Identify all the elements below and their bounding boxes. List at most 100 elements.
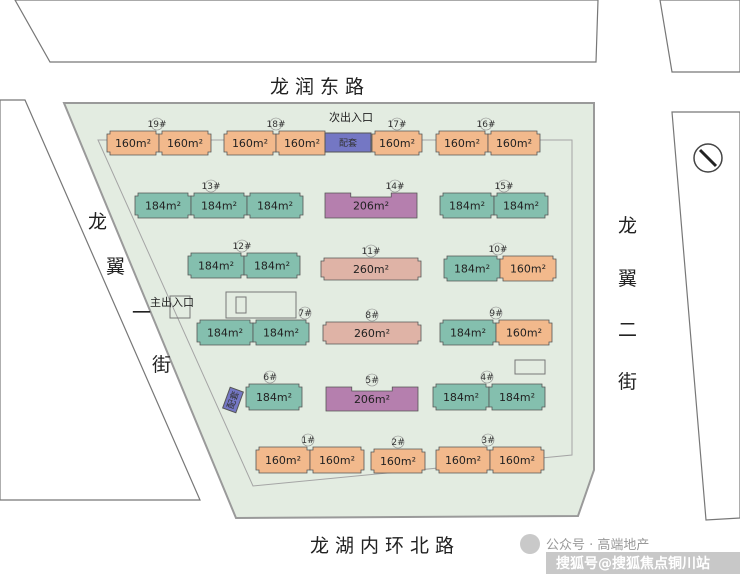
unit-block[interactable] [371,130,423,156]
unit-block[interactable] [196,319,254,346]
unit-block[interactable] [489,446,545,474]
unit-area-label: 184m² [257,200,293,213]
unit-area-label: 184m² [449,200,485,213]
surrounding-blocks [0,0,740,521]
unit-block[interactable] [487,130,541,156]
unit-block[interactable] [190,192,248,219]
building-number-marker [204,179,218,193]
svg-text:龙: 龙 [88,211,107,233]
block-north [14,0,599,63]
unit-block[interactable] [309,446,365,474]
unit-block[interactable] [243,252,301,279]
building-number-marker [269,117,283,131]
unit-area-label: 160m² [284,137,320,150]
unit-block[interactable] [246,192,304,219]
unit-block[interactable] [325,386,419,412]
unit-block[interactable] [255,446,311,474]
building-number-marker [150,117,164,131]
unit-area-label: 160m² [265,454,301,467]
unit-area-label: 184m² [263,327,299,340]
building-number-marker [235,239,249,253]
unit-area-label: 160m² [232,137,268,150]
unit-block[interactable] [106,130,160,156]
svg-text:翼: 翼 [106,256,125,278]
unit-area-label: 160m² [445,454,481,467]
unit-block[interactable] [245,383,303,411]
unit-block[interactable] [443,255,501,282]
unit-area-label: 160m² [510,263,546,276]
pavilion [514,359,546,375]
unit-block[interactable] [158,130,212,156]
svg-text:街: 街 [618,371,637,393]
unit-area-label: 184m² [443,391,479,404]
unit-block[interactable] [435,446,491,474]
building-number-marker [491,242,505,256]
unit-block[interactable] [439,319,497,346]
building-number-marker [365,308,379,322]
building-number-marker [390,117,404,131]
unit-area-label: 260m² [354,327,390,340]
unit-block[interactable] [324,192,418,219]
main-entrance-label: 主出入口 [150,295,194,309]
unit-block[interactable] [495,319,553,346]
unit-block[interactable] [499,255,557,282]
facility-north-label: 配套 [339,137,357,149]
unit-block[interactable] [370,448,426,474]
building-number-label: 8# [365,311,378,321]
building-number-marker [388,179,402,193]
unit-block[interactable] [493,192,549,219]
unit-area-label: 184m² [499,391,535,404]
unit-area-label: 160m² [496,137,532,150]
building-number-marker [497,179,511,193]
unit-area-label: 184m² [145,200,181,213]
unit-block[interactable] [435,130,489,156]
unit-area-label: 160m² [506,327,542,340]
unit-block[interactable] [320,257,422,281]
unit-block[interactable] [322,321,422,345]
building-number-marker [364,244,378,258]
unit-block[interactable] [187,252,245,279]
building-8[interactable]: 260m² 8# [322,308,422,345]
unit-block[interactable] [488,383,546,411]
unit-block[interactable] [439,192,495,219]
road-west-label: 龙 翼 一 街 [88,211,171,376]
unit-block[interactable] [223,130,277,156]
unit-area-label: 160m² [499,454,535,467]
building-number-marker [365,373,379,387]
unit-block[interactable] [432,383,490,411]
facility-west[interactable]: 配套 [222,386,244,414]
unit-block[interactable] [252,319,310,346]
unit-block[interactable] [134,192,192,219]
building-13[interactable]: 184m² 184m² 184m² 13# [134,179,304,219]
svg-text:一: 一 [132,302,151,324]
building-number-label: 4# [480,373,493,383]
building-number-label: 7# [298,309,311,319]
building-number-label: 16# [477,120,496,130]
building-number-marker [391,435,405,449]
unit-area-label: 184m² [254,260,290,273]
facility-north[interactable] [324,132,372,153]
road-south-label: 龙湖内环北路 [310,535,460,557]
block-west [0,99,201,501]
unit-area-label: 184m² [201,200,237,213]
building-number-label: 13# [202,182,221,192]
block-north-east [659,0,740,73]
